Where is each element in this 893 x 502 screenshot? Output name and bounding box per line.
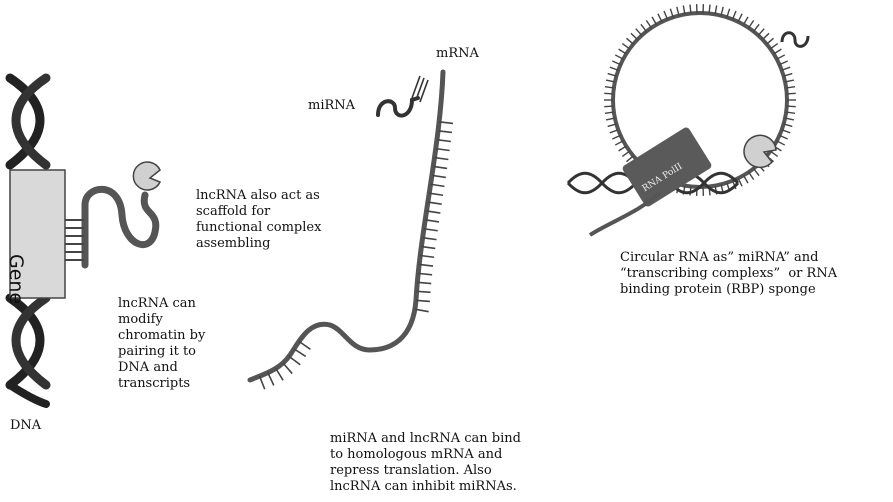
chromatin-note: lncRNA can modify chromatin by pairing i…: [118, 296, 205, 392]
mirna-note: miRNA and lncRNA can bind to homologous …: [330, 431, 521, 495]
scaffold-note: lncRNA also act as scaffold for function…: [196, 188, 321, 252]
circrna-mirna: [782, 33, 808, 47]
mrna-ribs: [260, 122, 453, 389]
dna-label: DNA: [10, 418, 41, 434]
mirna-hairpin: [378, 98, 418, 116]
lncrna-gene-pairing-bars: [65, 220, 84, 260]
mrna-label: mRNA: [436, 46, 479, 62]
scaffold-protein: [133, 162, 160, 190]
lncrna-scaffold-strand: [85, 189, 156, 265]
circular-rna-note: Circular RNA as” miRNA” and “transcribin…: [620, 250, 837, 298]
mirna-label: miRNA: [308, 98, 355, 114]
rbp-protein: [744, 135, 776, 167]
gene-label: Gene: [8, 254, 24, 304]
